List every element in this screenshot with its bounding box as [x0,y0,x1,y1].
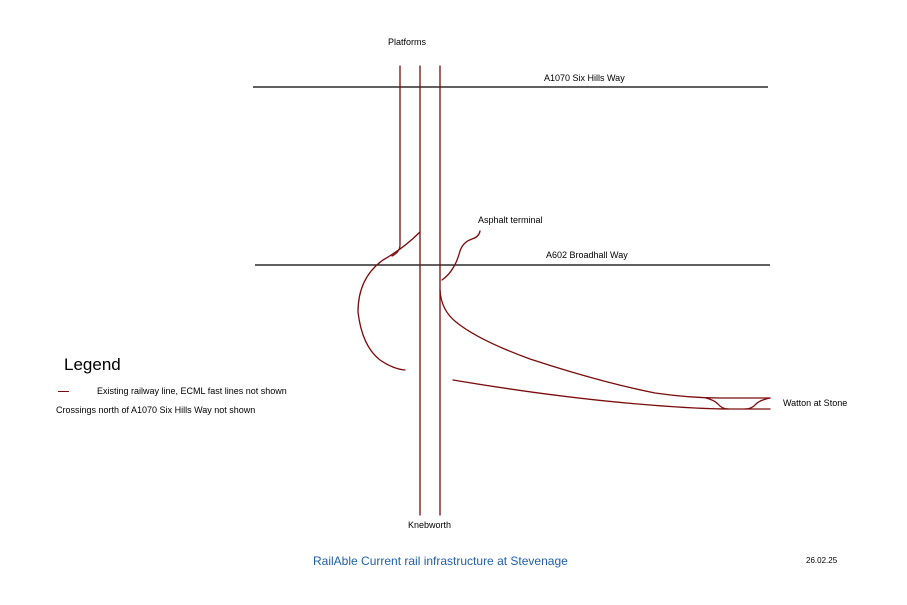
footer-date: 26.02.25 [806,556,838,565]
track-watton-branch [439,289,771,399]
label-platforms: Platforms [388,37,427,47]
label-knebworth: Knebworth [408,520,452,530]
label-watton-at-stone: Watton at Stone [783,398,848,408]
legend-existing-line: Existing railway line, ECML fast lines n… [97,386,287,396]
legend-railway-swatch [58,391,69,392]
footer-caption: RailAble Current rail infrastructure at … [313,554,568,568]
label-a602: A602 Broadhall Way [546,250,628,260]
track-watton-lower [452,379,771,410]
label-asphalt-terminal: Asphalt terminal [478,215,543,225]
track-asphalt-spur [441,230,481,281]
track-crossover-left [705,397,729,410]
track-platform-loop [391,65,401,257]
legend-crossings-note: Crossings north of A1070 Six Hills Way n… [56,405,256,415]
track-west-curve [357,231,421,371]
legend-title: Legend [64,355,121,374]
track-crossover-right [744,397,771,410]
label-a1070: A1070 Six Hills Way [544,73,625,83]
